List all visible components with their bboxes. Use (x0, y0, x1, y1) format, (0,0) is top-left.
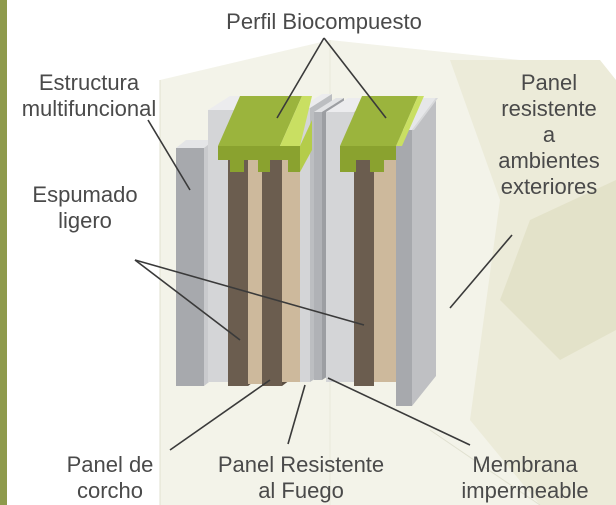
label-estructura-multifuncional: Estructura multifuncional (6, 70, 172, 122)
leader-panel-exterior (449, 234, 513, 309)
leader-espumado-1 (134, 259, 241, 341)
label-espumado-line1: Espumado (32, 182, 138, 207)
label-panel-exterior-line2: resistente (501, 96, 597, 121)
label-perfil-biocompuesto: Perfil Biocompuesto (198, 9, 450, 35)
label-estructura-line1: Estructura (38, 70, 140, 95)
leader-lines (134, 37, 513, 451)
leader-espumado-2 (134, 259, 365, 326)
label-perfil-text: Perfil Biocompuesto (226, 9, 422, 34)
label-panel-exterior-line3: a (542, 122, 556, 147)
leader-perfil-2 (323, 37, 387, 119)
leader-corcho (169, 379, 271, 451)
label-fuego-line2: al Fuego (258, 478, 344, 503)
label-membrana-line2: impermeable (461, 478, 589, 503)
leader-fuego (287, 384, 306, 445)
layer-panel-exterior (396, 98, 438, 406)
label-membrana-impermeable: Membrana impermeable (436, 452, 614, 504)
left-accent-bar (0, 0, 7, 505)
leader-perfil-1 (276, 37, 325, 119)
perfil-biocompuesto-1 (218, 96, 312, 172)
label-membrana-line1: Membrana (472, 452, 578, 477)
label-corcho-line2: corcho (76, 478, 144, 503)
label-panel-exterior: Panel resistente a ambientes exteriores (482, 70, 616, 200)
label-panel-exterior-line5: exteriores (500, 174, 598, 199)
label-panel-resistente-fuego: Panel Resistente al Fuego (188, 452, 414, 504)
label-corcho-line1: Panel de (66, 452, 154, 477)
layer-panel-corcho-3 (374, 160, 396, 382)
label-espumado-line2: ligero (58, 208, 112, 233)
label-panel-exterior-line1: Panel (520, 70, 578, 95)
label-espumado-ligero: Espumado ligero (10, 182, 160, 234)
leader-estructura (147, 119, 191, 191)
label-estructura-line2: multifuncional (21, 96, 157, 121)
label-panel-exterior-line4: ambientes (498, 148, 600, 173)
label-panel-corcho: Panel de corcho (40, 452, 180, 504)
label-fuego-line1: Panel Resistente (217, 452, 385, 477)
perfil-biocompuesto-2 (340, 96, 424, 172)
leader-membrana (327, 377, 471, 446)
background-hexagon-accent (500, 180, 616, 360)
